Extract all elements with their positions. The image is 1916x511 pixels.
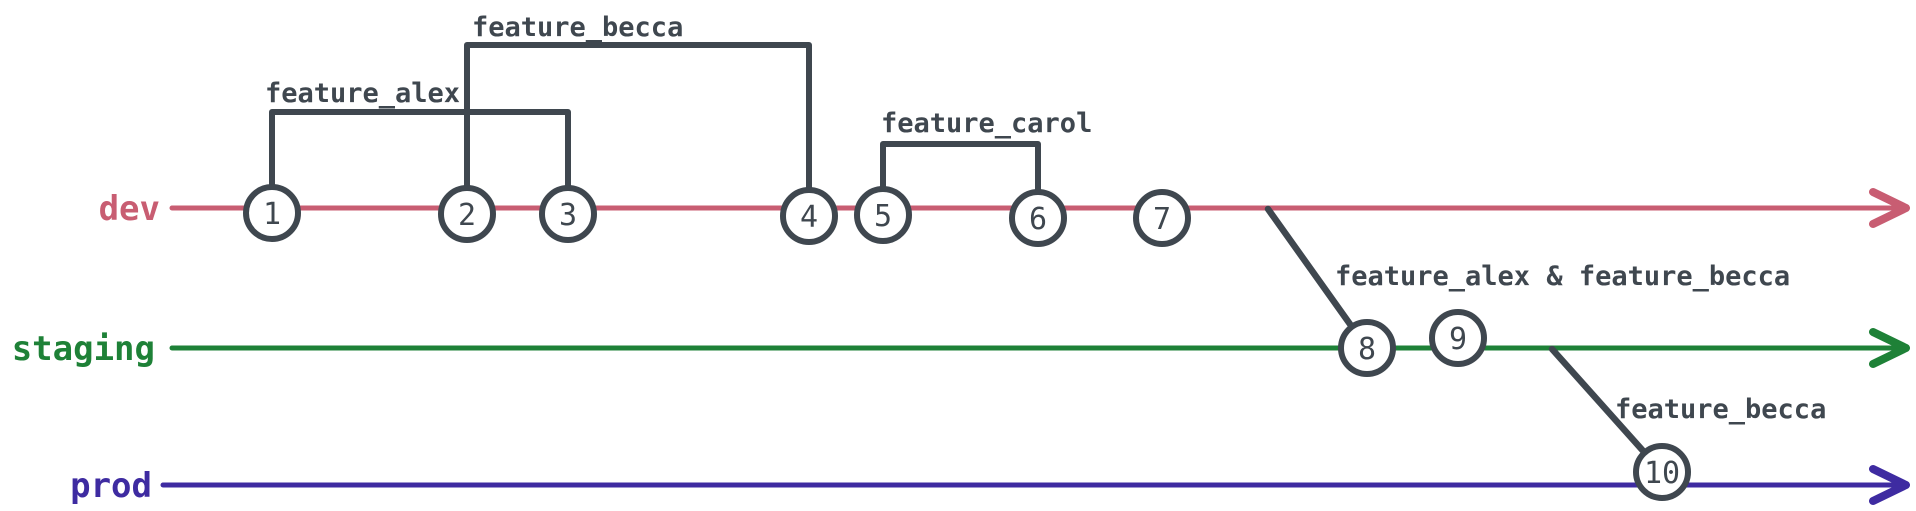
arrow-right-icon [1869,328,1910,368]
commit-node [1133,189,1191,247]
branch-label-dev: dev [99,189,160,229]
merge-label: feature_alex & feature_becca [1335,261,1790,292]
commit-number: 7 [1153,202,1171,237]
commit-node [438,185,496,243]
feature-bracket [464,42,812,213]
feature-bracket-label: feature_carol [881,108,1092,139]
commit-node [780,187,838,245]
branch-label-prod: prod [70,466,152,506]
commit-number: 8 [1358,332,1376,367]
commit-number: 2 [458,198,476,233]
commit-number: 1 [263,197,281,232]
commit-number: 10 [1644,456,1680,491]
feature-bracket-label: feature_alex [265,78,460,109]
commit-number: 3 [559,198,577,233]
arrow-right-icon [1869,188,1910,228]
branch-label-staging: staging [12,329,155,369]
commit-node [539,185,597,243]
commit-number: 5 [874,199,892,234]
feature-bracket [880,141,1041,215]
merge-label: feature_becca [1615,394,1826,425]
commit-node [1009,189,1067,247]
commit-number: 6 [1029,202,1047,237]
commit-number: 4 [800,200,818,235]
commit-node [243,184,301,242]
feature-bracket-label: feature_becca [472,12,683,43]
commit-number: 9 [1449,322,1467,357]
feature-bracket [269,109,571,211]
arrow-right-icon [1869,465,1910,505]
commit-node [1429,309,1487,367]
commit-node [854,186,912,244]
commit-node [1633,443,1691,501]
commit-node [1338,319,1396,377]
